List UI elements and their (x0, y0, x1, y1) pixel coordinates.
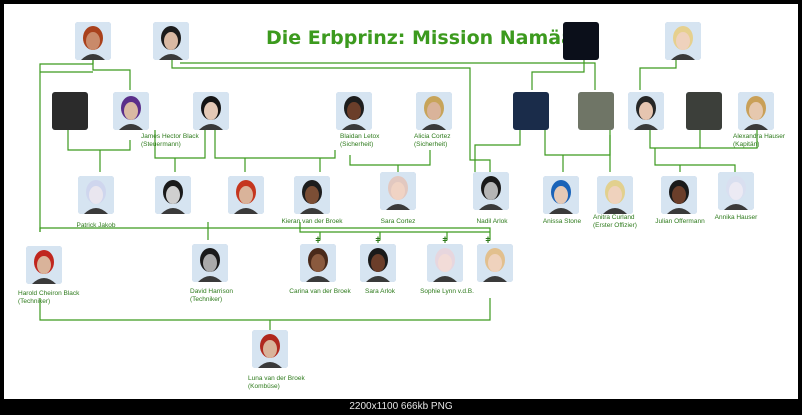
portrait-blackhair-m (155, 176, 191, 214)
label-anissa: Anissa Stone (543, 218, 581, 226)
portrait-anissa (543, 176, 579, 214)
portrait-alexandra (738, 92, 774, 130)
portrait-james (113, 92, 149, 130)
person-role: (Kapitän) (733, 141, 760, 148)
divorce-mark: ǂ (315, 235, 321, 245)
person-role: (Techniker) (18, 298, 51, 305)
label-sara-c: Sara Cortez (381, 218, 416, 226)
person-role: (Sicherheit) (340, 141, 374, 148)
person-role: (Kombüse) (248, 383, 280, 390)
portrait-dark-pc (563, 22, 599, 60)
portrait-longhair (578, 92, 614, 130)
label-kieran: Kieran van der Broek (281, 218, 342, 226)
person-name: Harold Cheiron Black (18, 290, 80, 297)
label-luna: Luna van der Broek(Kombüse) (248, 375, 305, 391)
label-patrick: Patrick Jakob (76, 222, 115, 230)
person-name: Anissa Stone (542, 218, 582, 225)
portrait-sara-a (360, 244, 396, 282)
person-name: Carina van der Broek (289, 288, 351, 295)
portrait-harold (26, 246, 62, 284)
portrait-sara-c (380, 172, 416, 210)
portrait-alicia (416, 92, 452, 130)
label-carina: Carina van der Broek (289, 288, 350, 296)
person-name: Luna van der Broek (248, 375, 305, 382)
divorce-mark: ǂ (442, 235, 448, 245)
person-name: Annika Hauser (714, 214, 758, 221)
person-name: Nadil Arlok (476, 218, 508, 225)
person-name: David Harrison (190, 288, 233, 295)
label-annika: Annika Hauser (715, 214, 758, 222)
portrait-luna (252, 330, 288, 368)
portrait-blonde-f (665, 22, 701, 60)
person-name: Anitra Curland (593, 214, 635, 221)
label-harold: Harold Cheiron Black(Techniker) (18, 290, 79, 306)
person-name: Julian Offermann (655, 218, 705, 225)
person-name: Sara Cortez (380, 218, 416, 225)
portrait-redhair-m (228, 176, 264, 214)
person-role: (Sicherheit) (414, 141, 448, 148)
label-james: James Hector Black(Steuermann) (141, 133, 199, 149)
portrait-anitra (597, 176, 633, 214)
portrait-carina (300, 244, 336, 282)
person-name: Blaidan Letox (340, 133, 380, 140)
person-name: Sophie Lynn v.d.B. (420, 288, 474, 295)
portrait-nadil (473, 172, 509, 210)
portrait-fox (75, 22, 111, 60)
label-alicia: Alicia Cortez(Sicherheit) (414, 133, 450, 149)
portrait-annika (718, 172, 754, 210)
portrait-julian (661, 176, 697, 214)
portrait-sophie (427, 244, 463, 282)
image-info-footer: 2200x1100 666kb PNG (349, 401, 453, 412)
portrait-blackhair-f (153, 22, 189, 60)
person-name: Sara Arlok (365, 288, 395, 295)
label-julian: Julian Offermann (655, 218, 704, 226)
divorce-mark: ǂ (375, 235, 381, 245)
portrait-david (192, 244, 228, 282)
label-sophie: Sophie Lynn v.d.B. (420, 288, 474, 296)
label-sara-a: Sara Arlok (365, 288, 395, 296)
divorce-mark: ǂ (485, 235, 491, 245)
person-role: (Steuermann) (141, 141, 181, 148)
label-alexandra: Alexandra Hauser(Kapitän) (733, 133, 785, 149)
portrait-elf (628, 92, 664, 130)
person-role: (Techniker) (190, 296, 223, 303)
portrait-dark-screen (52, 92, 88, 130)
person-name: Kieran van der Broek (281, 218, 343, 225)
person-name: Alicia Cortez (414, 133, 451, 140)
label-blaidan: Blaidan Letox(Sicherheit) (340, 133, 379, 149)
portrait-dark-m (686, 92, 722, 130)
portrait-bob-f (193, 92, 229, 130)
portrait-blaidan (336, 92, 372, 130)
person-name: Alexandra Hauser (733, 133, 786, 140)
person-name: Patrick Jakob (76, 222, 116, 229)
label-nadil: Nadil Arlok (476, 218, 507, 226)
portrait-blue-alien (513, 92, 549, 130)
person-role: (Erster Offizier) (593, 222, 637, 229)
label-david: David Harrison(Techniker) (190, 288, 233, 304)
portrait-patrick (78, 176, 114, 214)
label-anitra: Anitra Curland(Erster Offizier) (593, 214, 637, 230)
portrait-kieran (294, 176, 330, 214)
portrait-blonde-wife (477, 244, 513, 282)
person-name: James Hector Black (141, 133, 199, 140)
